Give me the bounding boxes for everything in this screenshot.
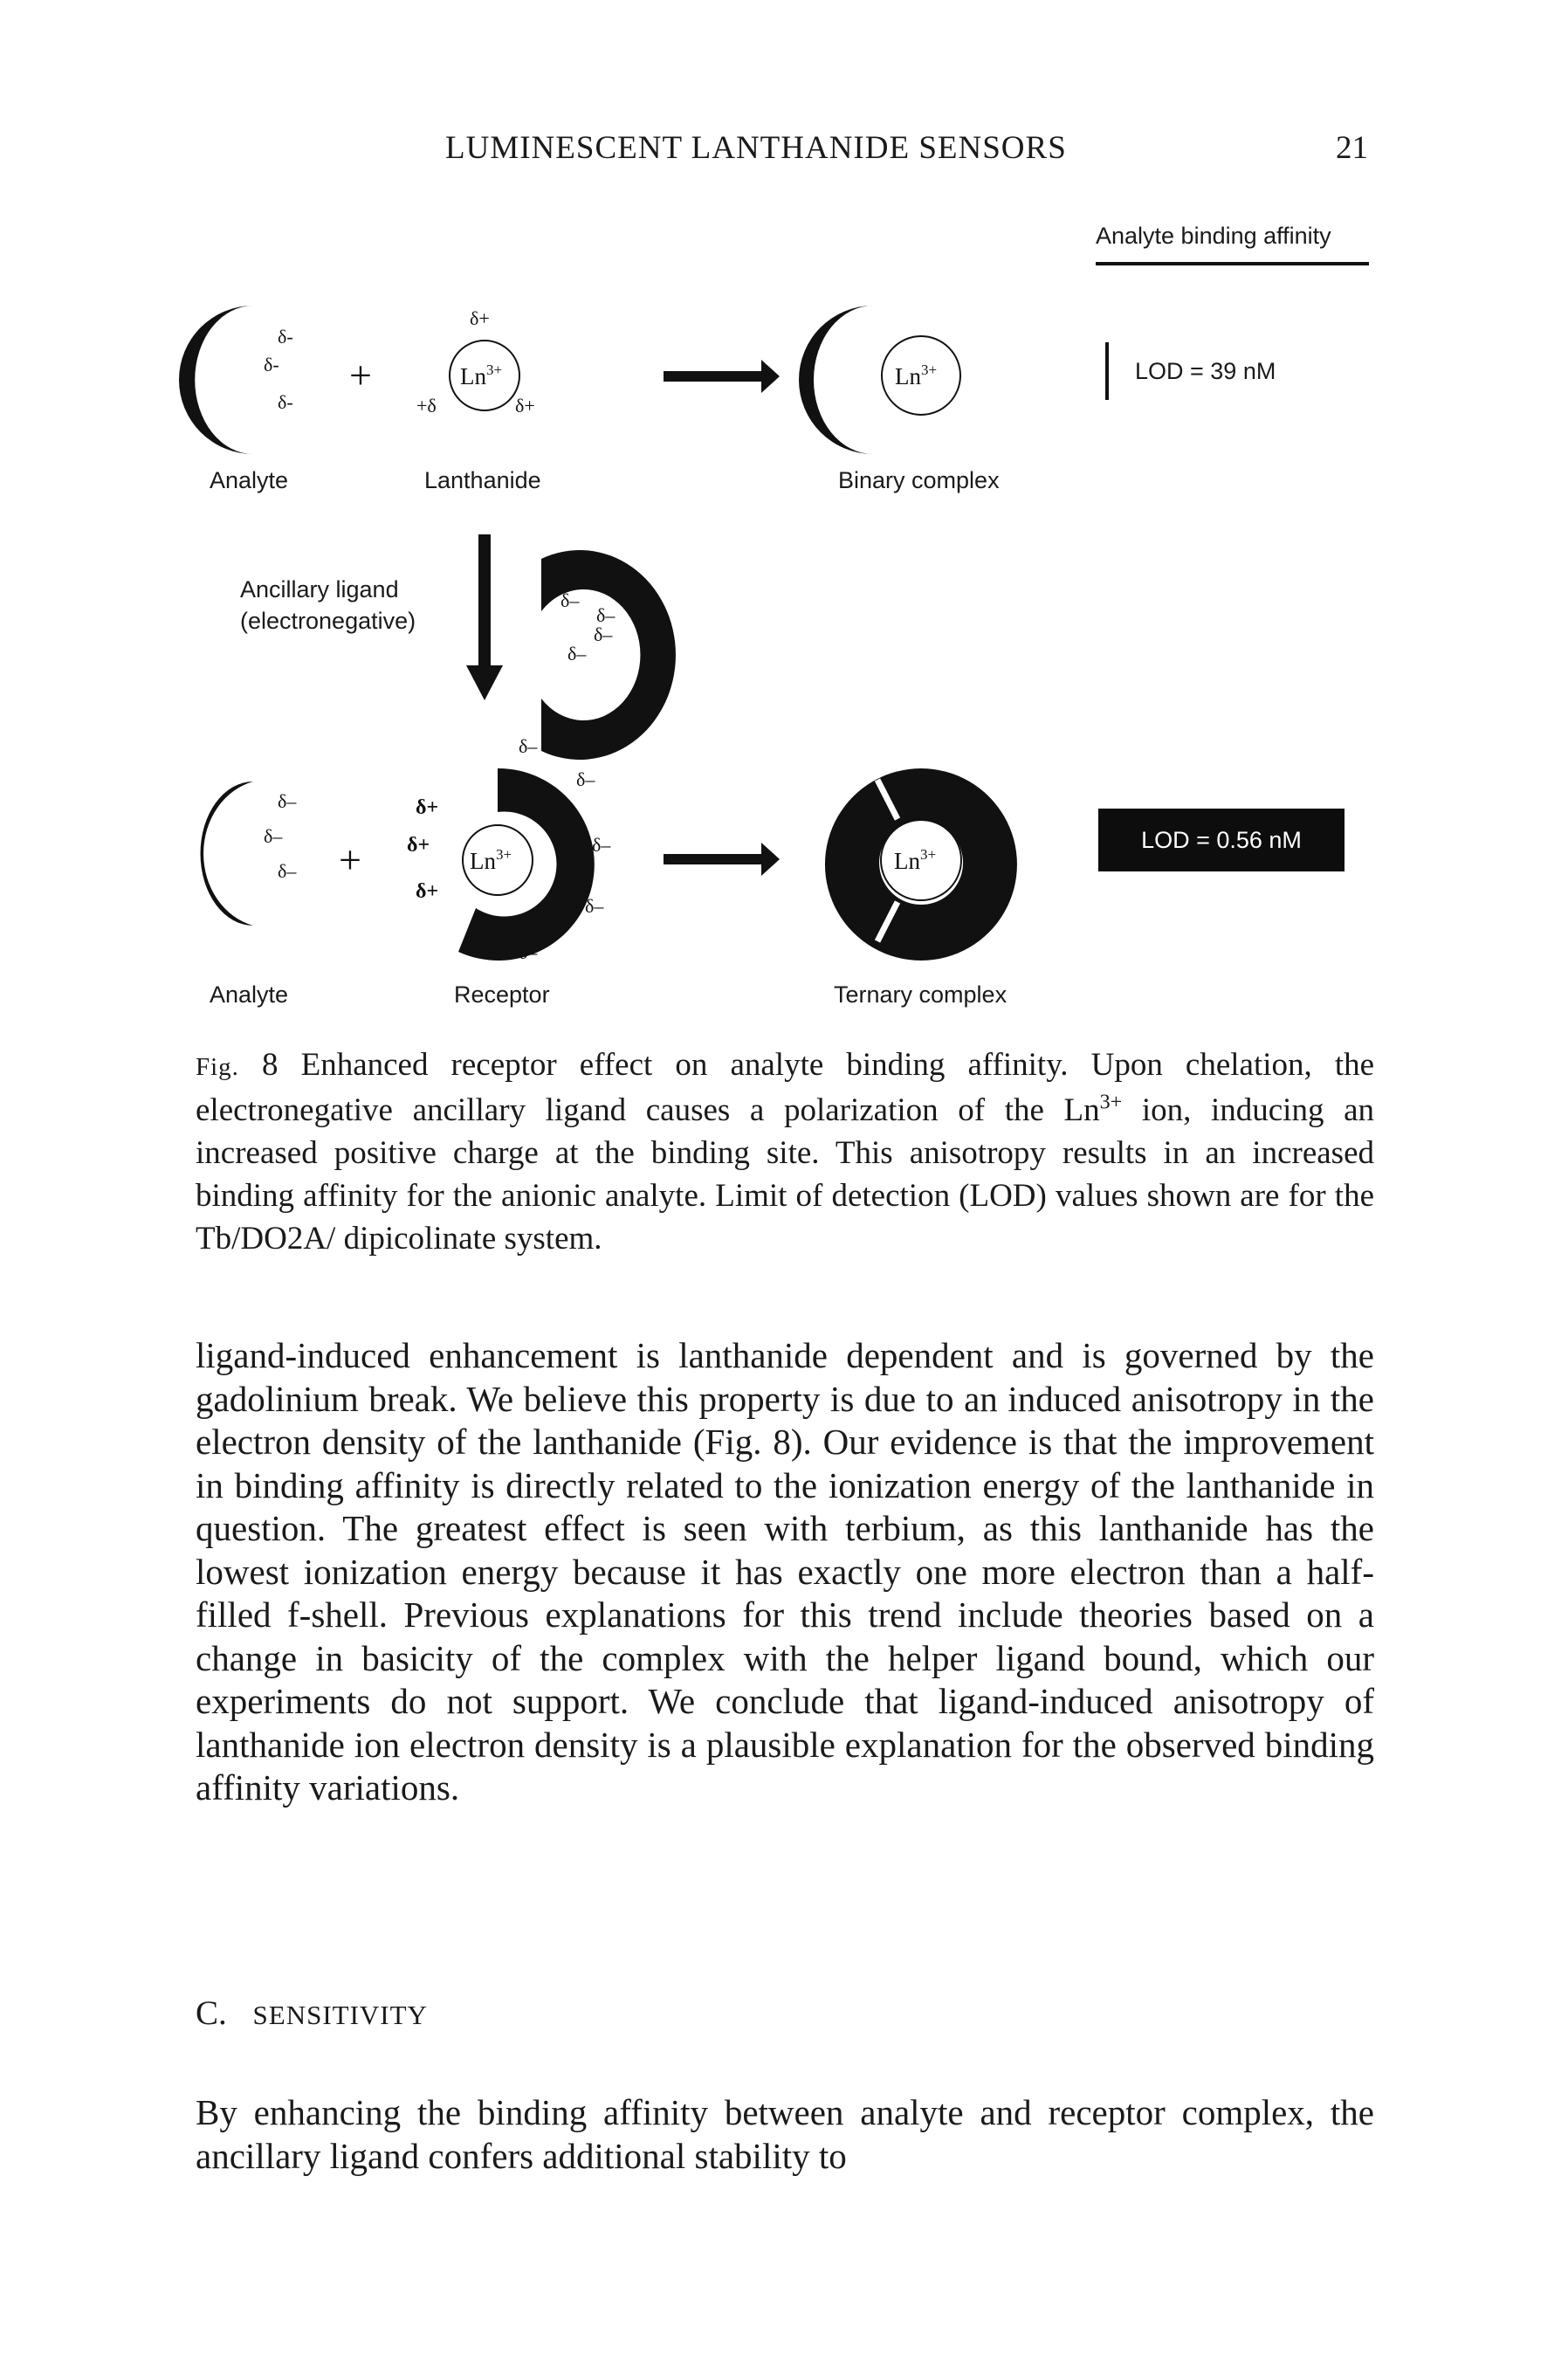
affinity-header: Analyte binding affinity xyxy=(1096,223,1331,249)
receptor-delta-minus-4: δ– xyxy=(585,895,604,917)
plus-sign-1: + xyxy=(349,353,372,397)
receptor-delta-plus-3: δ+ xyxy=(416,880,438,903)
ligand-delta-4: δ– xyxy=(567,643,587,665)
receptor-ligand-shape xyxy=(458,768,595,961)
label-ancillary-line2: (electronegative) xyxy=(240,608,416,634)
delta-minus-4: δ– xyxy=(278,790,297,812)
ln-ion-label-2: Ln3+ xyxy=(895,362,937,389)
binary-analyte-crescent xyxy=(799,306,873,454)
figure-drawing: δ- δ- δ- + δ+ +δ δ+ Ln3+ Ln3+ δ– δ– δ– δ… xyxy=(179,262,1369,963)
delta-plus-top: δ+ xyxy=(470,307,490,329)
ln-ion-label-4: Ln3+ xyxy=(894,846,936,874)
ancillary-ligand-shape xyxy=(541,550,676,760)
section-title: Sensitivity xyxy=(252,2000,428,2030)
body-paragraph-2: By enhancing the binding affinity betwee… xyxy=(196,2092,1374,2176)
receptor-ion-circle xyxy=(462,824,533,896)
section-letter: C. xyxy=(196,1994,227,2032)
delta-minus-2: δ- xyxy=(264,354,279,375)
delta-minus-1: δ- xyxy=(278,326,293,348)
body-paragraph-1: ligand-induced enhancement is lanthanide… xyxy=(196,1335,1374,1808)
ligand-delta-3: δ– xyxy=(594,623,613,645)
ternary-ring xyxy=(824,768,1017,961)
delta-minus-6: δ– xyxy=(278,860,297,882)
ternary-ion-circle xyxy=(880,819,962,901)
delta-plus-right: δ+ xyxy=(515,395,535,417)
delta-minus-3: δ- xyxy=(278,391,293,413)
reaction-arrow-1-shaft xyxy=(664,371,761,382)
label-receptor: Receptor xyxy=(454,981,550,1008)
receptor-delta-minus-1: δ– xyxy=(519,735,538,757)
caption-fig-label: Fig. xyxy=(196,1053,239,1081)
label-ternary-complex: Ternary complex xyxy=(834,981,1008,1008)
reaction-arrow-1-head xyxy=(761,360,780,393)
figure-8: δ- δ- δ- + δ+ +δ δ+ Ln3+ Ln3+ δ– δ– δ– δ… xyxy=(0,0,1568,1013)
label-binary-complex: Binary complex xyxy=(838,467,1000,493)
label-analyte-bottom: Analyte xyxy=(210,981,289,1008)
binary-ion-circle xyxy=(881,335,961,416)
plus-sign-2: + xyxy=(339,837,361,882)
ligand-delta-2: δ– xyxy=(596,604,616,626)
ln-ion-label-3: Ln3+ xyxy=(470,846,512,874)
receptor-delta-plus-2: δ+ xyxy=(407,834,430,857)
lod-binary: LOD = 39 nM xyxy=(1135,358,1276,384)
ternary-gap-top xyxy=(874,778,901,821)
delta-minus-5: δ– xyxy=(264,825,283,847)
analyte-crescent-top xyxy=(179,306,253,454)
analyte-crescent-bottom xyxy=(200,782,253,926)
figure-caption: Fig. 8 Enhanced receptor effect on analy… xyxy=(196,1043,1374,1260)
receptor-delta-minus-3: δ– xyxy=(592,834,611,856)
caption-text-1: Enhanced receptor effect on analyte bind… xyxy=(196,1047,1375,1128)
label-ancillary-line1: Ancillary ligand xyxy=(240,576,399,603)
down-arrow-head xyxy=(466,665,503,700)
label-analyte-top: Analyte xyxy=(210,467,289,493)
caption-fig-number: 8 xyxy=(262,1047,279,1083)
lanthanide-ion-circle xyxy=(449,340,520,411)
receptor-delta-minus-5: δ– xyxy=(519,941,538,963)
caption-ion-charge: 3+ xyxy=(1099,1091,1123,1114)
section-heading: C. Sensitivity xyxy=(196,1994,428,2033)
receptor-delta-minus-2: δ– xyxy=(576,768,595,790)
ln-ion-label-1: Ln3+ xyxy=(460,362,502,389)
ternary-gap-bottom xyxy=(874,900,901,943)
page-number: 21 xyxy=(1336,130,1368,166)
running-head: LUMINESCENT LANTHANIDE SENSORS xyxy=(445,130,1067,166)
caption-text-2: ion, inducing an increased positive char… xyxy=(196,1092,1374,1257)
reaction-arrow-2-shaft xyxy=(664,854,761,864)
down-arrow-shaft xyxy=(478,534,491,665)
reaction-arrow-2-head xyxy=(761,843,780,876)
lod-ternary-box: LOD = 0.56 nM xyxy=(1098,809,1344,871)
plus-delta-left: +δ xyxy=(416,395,437,417)
receptor-delta-plus-1: δ+ xyxy=(416,796,438,819)
label-lanthanide: Lanthanide xyxy=(424,467,541,493)
ligand-delta-1: δ– xyxy=(560,589,580,611)
